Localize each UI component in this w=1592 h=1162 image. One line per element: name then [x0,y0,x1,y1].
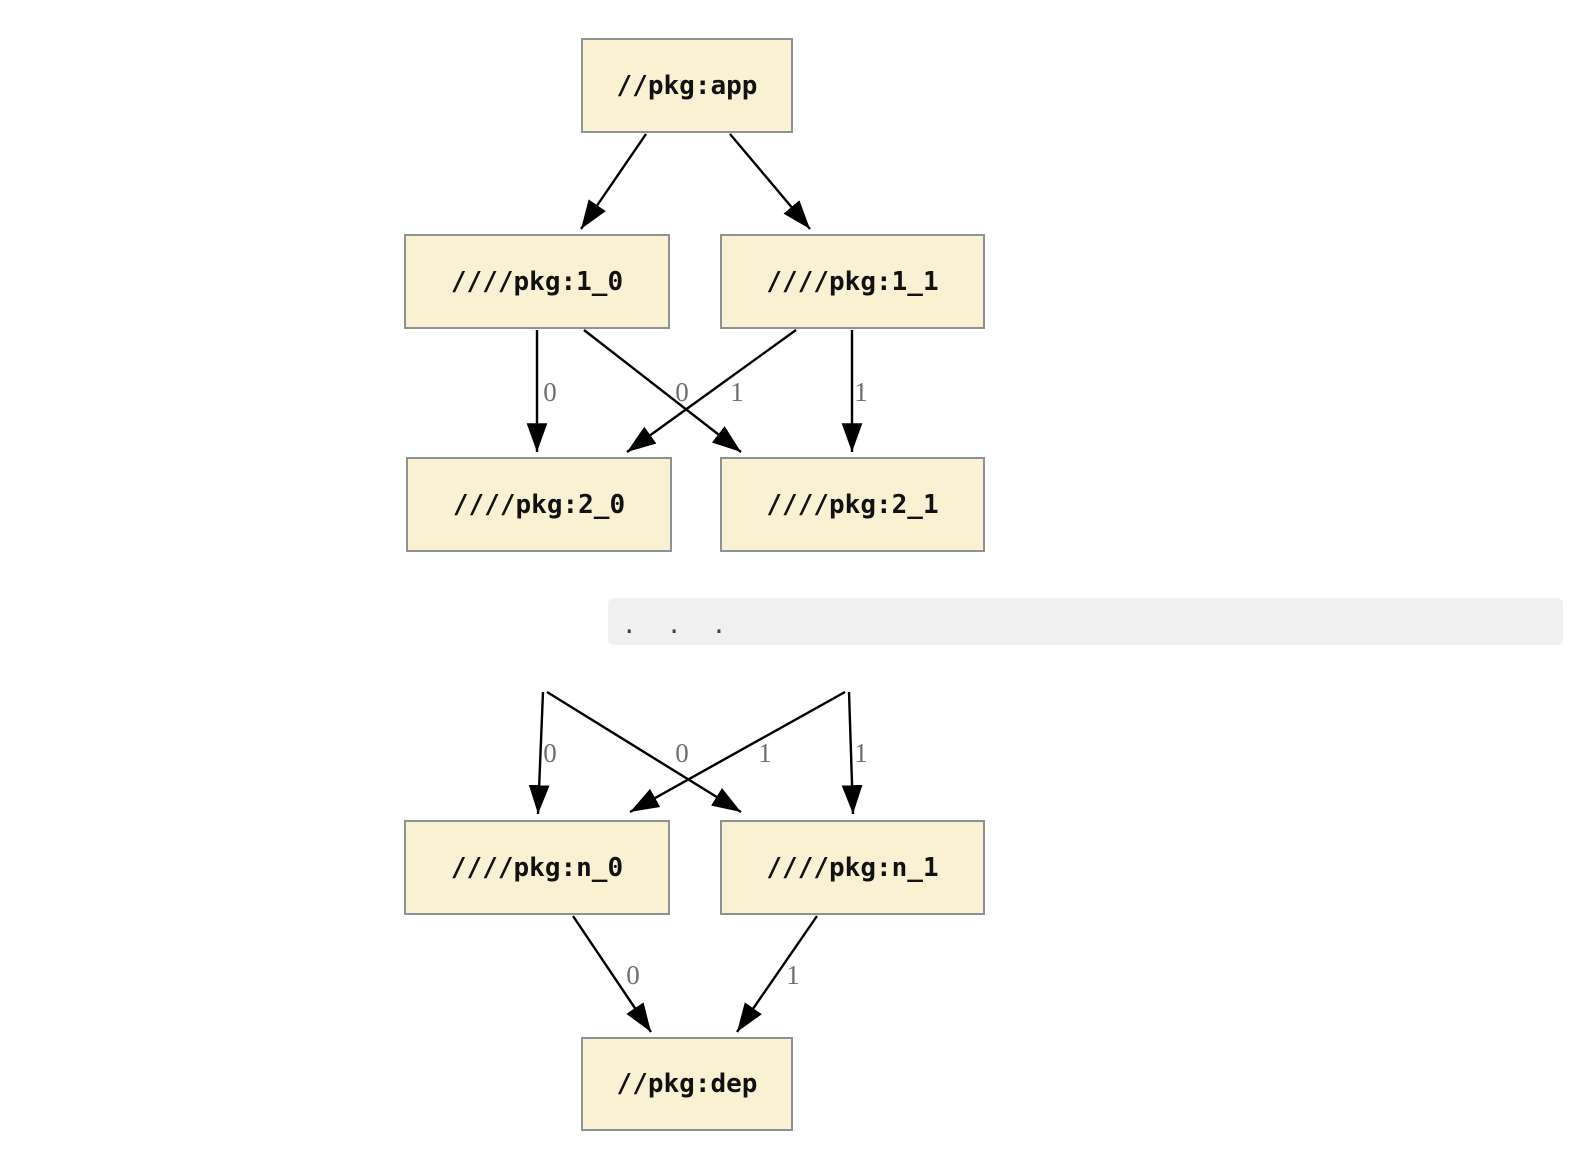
node-pkg-n_1: ////pkg:n_1 [720,820,985,915]
node-pkg-1_0: ////pkg:1_0 [404,234,670,329]
edge-label-1_1-to-2_1: 1 [854,377,868,407]
node-pkg-n_1-label: ////pkg:n_1 [766,852,939,883]
edge-1_1-to-2_0 [626,329,797,453]
edge-label-1_1-to-2_0: 0 [675,377,689,407]
node-pkg-2_1: ////pkg:2_1 [720,457,985,552]
elided-levels-ellipsis: . . . [622,610,735,639]
edge-label-elided-to-n_1-cross: 1 [758,738,772,768]
edge-app-to-1_1 [729,133,811,230]
edge-app-to-1_0 [580,133,647,230]
node-pkg-2_1-label: ////pkg:2_1 [766,489,939,520]
node-pkg-2_0: ////pkg:2_0 [406,457,672,552]
node-pkg-1_1-label: ////pkg:1_1 [766,266,939,297]
edge-label-elided-to-n_0-straight: 0 [543,738,557,768]
edge-elided-to-n_0-cross [629,690,846,814]
node-pkg-n_0: ////pkg:n_0 [404,820,670,915]
node-pkg-app-label: //pkg:app [616,70,758,101]
node-pkg-dep-label: //pkg:dep [616,1069,758,1099]
edge-label-n_0-to-dep: 0 [626,960,640,990]
node-pkg-1_1: ////pkg:1_1 [720,234,985,329]
edge-elided-to-n_1-cross [546,690,742,814]
edge-label-n_1-to-dep: 1 [786,960,800,990]
elided-levels-band: . . . [608,598,1563,645]
edge-label-1_0-to-2_0: 0 [543,377,557,407]
edge-label-elided-to-n_1-straight: 1 [854,738,868,768]
edge-elided-to-n_1-straight [841,691,863,815]
edge-label-1_0-to-2_1: 1 [730,377,744,407]
edge-n_0-to-dep [572,915,652,1033]
node-pkg-n_0-label: ////pkg:n_0 [450,852,624,883]
node-pkg-1_0-label: ////pkg:1_0 [450,266,624,297]
node-pkg-app: //pkg:app [581,38,793,133]
edge-n_1-to-dep [736,915,818,1033]
edge-label-elided-to-n_0-cross: 0 [675,738,689,768]
node-pkg-2_0-label: ////pkg:2_0 [452,489,626,520]
edge-elided-to-n_0-straight [528,691,550,815]
edge-1_0-to-2_1 [583,329,742,453]
node-pkg-dep: //pkg:dep [581,1037,793,1131]
